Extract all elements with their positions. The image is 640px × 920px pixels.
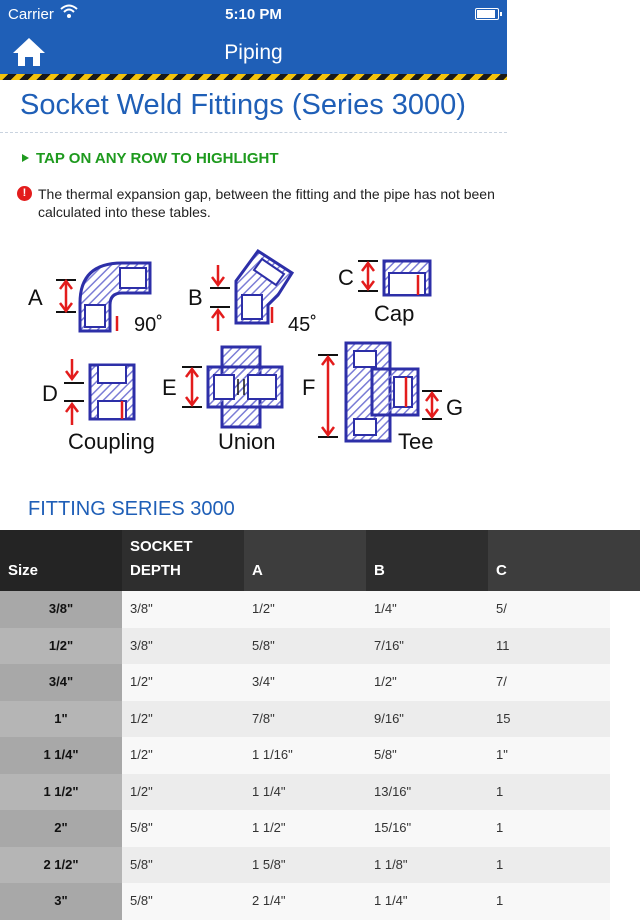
c-cell: 1 bbox=[488, 846, 610, 883]
table-row[interactable]: 2"5/8"1 1/2"15/16"1 bbox=[0, 810, 640, 847]
note-text: The thermal expansion gap, between the f… bbox=[38, 186, 495, 220]
c-cell: 1" bbox=[488, 737, 610, 774]
size-cell: 1 1/4" bbox=[0, 737, 122, 774]
label-f: F bbox=[302, 375, 315, 400]
depth-cell: 3/8" bbox=[122, 591, 244, 628]
elbow-90-figure: A 90˚ bbox=[28, 261, 163, 336]
fittings-diagram: A 90˚ B 45˚ C bbox=[28, 248, 463, 454]
a-cell: 1 1/16" bbox=[244, 737, 366, 774]
tap-hint-text: TAP ON ANY ROW TO HIGHLIGHT bbox=[36, 150, 279, 167]
c-cell: 11 bbox=[488, 627, 610, 664]
table-row[interactable]: 3/8"3/8"1/2"1/4"5/ bbox=[0, 591, 640, 628]
depth-cell: 1/2" bbox=[122, 737, 244, 774]
table-row[interactable]: 1"1/2"7/8"9/16"15 bbox=[0, 700, 640, 737]
b-cell: 1/4" bbox=[366, 591, 488, 628]
label-b: B bbox=[188, 285, 203, 310]
depth-cell: 5/8" bbox=[122, 846, 244, 883]
tap-hint: TAP ON ANY ROW TO HIGHLIGHT bbox=[22, 150, 279, 167]
table-row[interactable]: 1 1/4"1/2"1 1/16"5/8"1" bbox=[0, 737, 640, 774]
size-cell: 1 1/2" bbox=[0, 773, 122, 810]
label-90: 90˚ bbox=[134, 314, 163, 336]
header-b: B bbox=[366, 530, 488, 591]
table-row[interactable]: 1/2"3/8"5/8"7/16"11 bbox=[0, 627, 640, 664]
b-cell: 9/16" bbox=[366, 700, 488, 737]
a-cell: 3/4" bbox=[244, 664, 366, 701]
c-cell: 7/ bbox=[488, 664, 610, 701]
label-union: Union bbox=[218, 429, 275, 454]
table-row[interactable]: 1 1/2"1/2"1 1/4"13/16"1 bbox=[0, 773, 640, 810]
label-coupling: Coupling bbox=[68, 429, 155, 454]
label-tee: Tee bbox=[398, 429, 433, 454]
a-cell: 7/8" bbox=[244, 700, 366, 737]
label-d: D bbox=[42, 381, 58, 406]
triangle-right-icon bbox=[22, 154, 29, 162]
section-title: FITTING SERIES 3000 bbox=[28, 498, 235, 520]
c-cell: 1 bbox=[488, 773, 610, 810]
label-45: 45˚ bbox=[288, 314, 317, 336]
battery-icon bbox=[475, 8, 502, 20]
b-cell: 7/16" bbox=[366, 627, 488, 664]
size-cell: 2" bbox=[0, 810, 122, 847]
exclamation-icon: ! bbox=[17, 186, 32, 201]
elbow-45-figure: B 45˚ bbox=[188, 248, 317, 336]
nav-bar: Piping bbox=[0, 30, 507, 74]
size-cell: 3" bbox=[0, 883, 122, 920]
label-cap: Cap bbox=[374, 301, 414, 326]
size-cell: 3/4" bbox=[0, 664, 122, 701]
c-cell: 1 bbox=[488, 810, 610, 847]
hazard-stripe bbox=[0, 74, 507, 80]
label-c: C bbox=[338, 265, 354, 290]
c-cell: 5/ bbox=[488, 591, 610, 628]
home-icon[interactable] bbox=[12, 36, 46, 68]
table-row[interactable]: 3"5/8"2 1/4"1 1/4"1 bbox=[0, 883, 640, 920]
status-bar: Carrier 5:10 PM bbox=[0, 0, 507, 30]
header-c: C bbox=[496, 562, 507, 579]
carrier-label: Carrier bbox=[8, 6, 54, 23]
b-cell: 13/16" bbox=[366, 773, 488, 810]
a-cell: 5/8" bbox=[244, 627, 366, 664]
union-figure: E Union bbox=[162, 345, 284, 454]
wifi-icon bbox=[60, 4, 78, 18]
a-cell: 1 5/8" bbox=[244, 846, 366, 883]
depth-cell: 1/2" bbox=[122, 664, 244, 701]
b-cell: 1 1/4" bbox=[366, 883, 488, 920]
depth-cell: 1/2" bbox=[122, 700, 244, 737]
size-cell: 1/2" bbox=[0, 627, 122, 664]
table-row[interactable]: 3/4"1/2"3/4"1/2"7/ bbox=[0, 664, 640, 701]
page-title: Socket Weld Fittings (Series 3000) bbox=[20, 89, 466, 121]
tee-figure: F G Tee bbox=[302, 341, 463, 454]
depth-cell: 5/8" bbox=[122, 810, 244, 847]
b-cell: 5/8" bbox=[366, 737, 488, 774]
a-cell: 2 1/4" bbox=[244, 883, 366, 920]
label-g: G bbox=[446, 395, 463, 420]
c-cell: 1 bbox=[488, 883, 610, 920]
nav-title: Piping bbox=[224, 41, 283, 64]
depth-cell: 3/8" bbox=[122, 627, 244, 664]
depth-cell: 1/2" bbox=[122, 773, 244, 810]
header-size: Size bbox=[0, 530, 122, 591]
label-e: E bbox=[162, 375, 177, 400]
b-cell: 1 1/8" bbox=[366, 846, 488, 883]
header-a: A bbox=[252, 562, 263, 579]
size-cell: 2 1/2" bbox=[0, 846, 122, 883]
a-cell: 1/2" bbox=[244, 591, 366, 628]
a-cell: 1 1/4" bbox=[244, 773, 366, 810]
table-row[interactable]: 2 1/2"5/8"1 5/8"1 1/8"1 bbox=[0, 846, 640, 883]
size-cell: 3/8" bbox=[0, 591, 122, 628]
cap-figure: C Cap bbox=[338, 259, 432, 326]
divider bbox=[0, 132, 507, 133]
c-cell: 15 bbox=[488, 700, 610, 737]
depth-cell: 5/8" bbox=[122, 883, 244, 920]
b-cell: 1/2" bbox=[366, 664, 488, 701]
a-cell: 1 1/2" bbox=[244, 810, 366, 847]
label-a: A bbox=[28, 285, 43, 310]
size-cell: 1" bbox=[0, 700, 122, 737]
clock: 5:10 PM bbox=[225, 6, 282, 23]
coupling-figure: D Coupling bbox=[42, 359, 155, 454]
b-cell: 15/16" bbox=[366, 810, 488, 847]
